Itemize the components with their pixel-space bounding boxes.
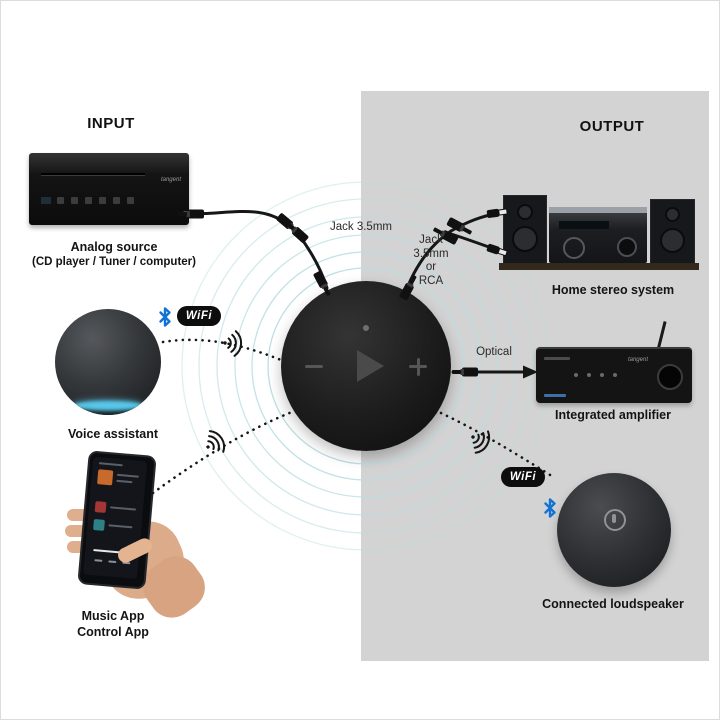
stereo-speaker-right [650, 199, 695, 265]
audio-streamer-device [281, 281, 451, 451]
home-stereo-label: Home stereo system [551, 283, 675, 297]
album-art-icon [93, 518, 105, 531]
home-stereo-device [499, 183, 699, 275]
phone-screen [83, 456, 148, 579]
signal-waves-icon [221, 329, 243, 358]
analog-source-sublabel: (CD player / Tuner / computer) [31, 256, 196, 268]
bluetooth-icon [159, 307, 171, 327]
wifi-badge: WiFi [501, 467, 545, 487]
connected-loudspeaker-device [557, 473, 671, 587]
woofer [512, 226, 538, 252]
voice-assistant-device [55, 309, 161, 415]
jack-plug-icon [283, 219, 310, 244]
stereo-unit-top [549, 207, 647, 213]
jack-35mm-label: Jack 3.5mm [330, 221, 392, 233]
album-art-icon [97, 469, 114, 486]
cd-output-jack [183, 211, 187, 215]
amplifier-body: tangent [536, 347, 692, 403]
voice-assistant-wireless-link [161, 338, 283, 362]
stereo-main-unit [549, 207, 647, 263]
jack-35mm-or-rca-label: Jack 3.5mm or RCA [413, 234, 449, 287]
woofer [660, 228, 685, 253]
voice-assistant-light-ring [73, 401, 143, 410]
status-led [363, 325, 369, 331]
stereo-volume-knob [617, 237, 637, 257]
stereo-speaker-left [503, 195, 547, 265]
amplifier-bluetooth-text [544, 394, 566, 397]
volume-minus-icon [305, 365, 323, 368]
album-art-icon [94, 501, 107, 513]
integrated-amplifier-device: tangent [536, 321, 692, 403]
music-app-label-line2: Control App [77, 625, 149, 639]
amplifier-volume-knob [657, 364, 683, 390]
analog-source-label: Analog source [70, 240, 158, 254]
amplifier-model-text [544, 357, 570, 360]
connected-loudspeaker-label: Connected loudspeaker [542, 597, 684, 611]
stereo-shelf [499, 263, 699, 270]
analog-source-brand: tangent [160, 177, 181, 183]
wifi-badge: WiFi [177, 306, 221, 326]
tweeter [665, 207, 680, 222]
output-section-title: OUTPUT [579, 118, 645, 135]
voice-assistant-label: Voice assistant [67, 427, 159, 441]
stereo-cd-icon [563, 237, 585, 259]
loudspeaker-emblem [604, 509, 626, 531]
analog-cable [187, 210, 329, 290]
amplifier-brand: tangent [627, 357, 648, 363]
signal-waves-icon [198, 426, 230, 460]
analog-source-device: tangent [29, 153, 189, 225]
tweeter [517, 204, 533, 220]
music-app-label-line1: Music App [81, 609, 145, 623]
stereo-display [559, 221, 609, 229]
optical-label: Optical [476, 346, 512, 358]
cd-slot [41, 173, 145, 175]
input-section-title: INPUT [87, 115, 135, 132]
music-app-device [59, 450, 214, 627]
volume-plus-icon [416, 357, 420, 376]
integrated-amplifier-label: Integrated amplifier [555, 408, 671, 422]
cd-display [41, 197, 51, 204]
play-icon [357, 350, 384, 382]
smartphone [77, 450, 157, 590]
jack-plug-icon [275, 212, 302, 237]
amplifier-indicators [574, 373, 617, 377]
cd-buttons [57, 197, 134, 204]
